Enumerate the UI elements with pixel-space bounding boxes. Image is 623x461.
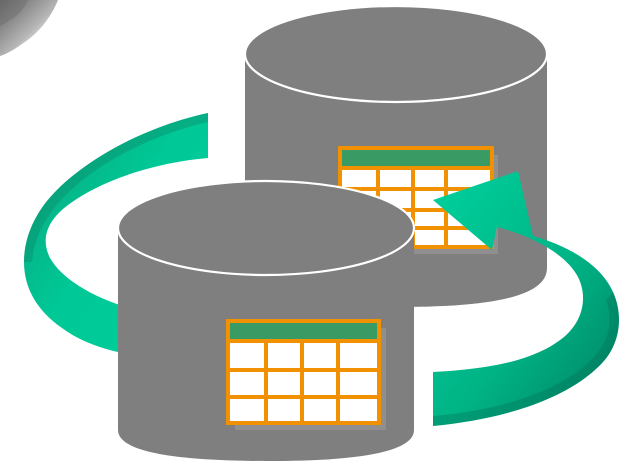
front-table-icon	[226, 319, 386, 430]
front-table-grid	[226, 319, 381, 425]
arrow-into-back-database	[433, 171, 619, 426]
front-table-header	[228, 321, 379, 341]
corner-gradient-blob	[0, 0, 58, 56]
back-table-header	[340, 148, 492, 168]
